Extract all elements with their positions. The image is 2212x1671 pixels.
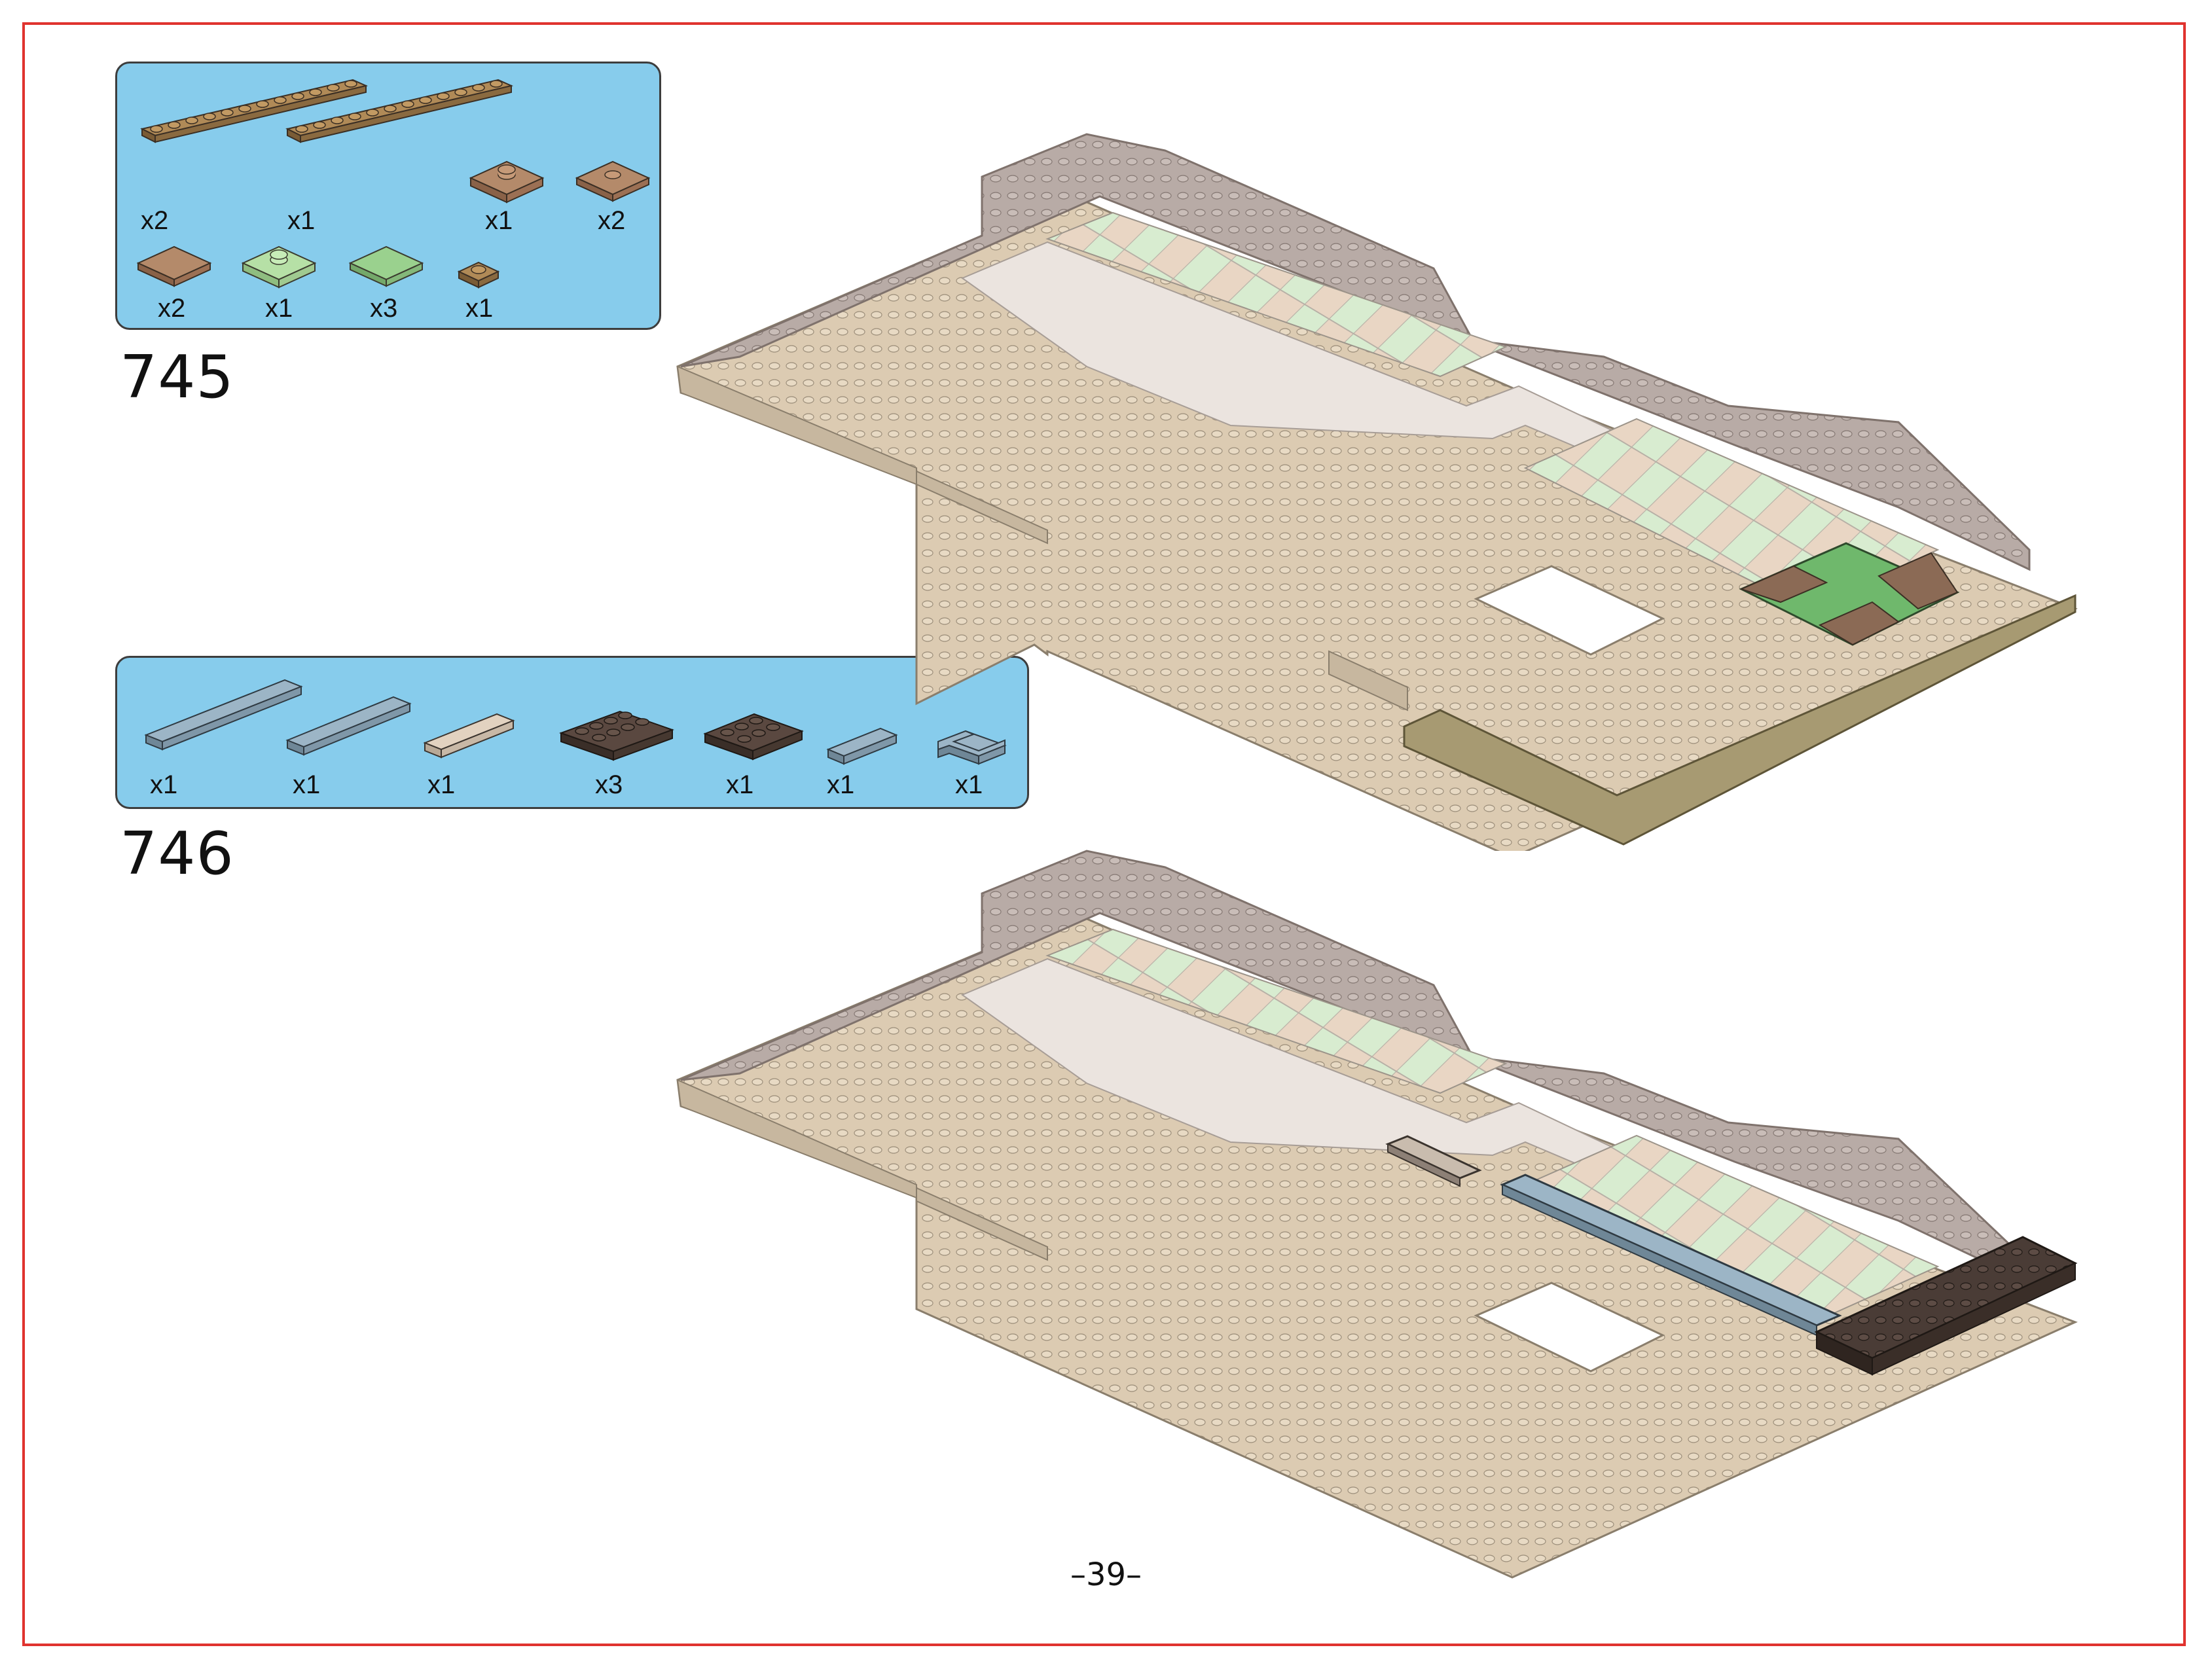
part-quantity: x1: [287, 206, 316, 235]
baseplate-hole: [1474, 565, 1665, 656]
dark-brown-plate-2x3-icon: [703, 713, 804, 761]
step-number: 746: [120, 819, 234, 888]
parts-box-step-745: x2 x1 x1: [115, 62, 661, 330]
dark-tan-plate-1x12-icon: [140, 79, 369, 143]
medium-nougat-tile-icon: [136, 245, 212, 287]
part-quantity: x1: [955, 770, 983, 799]
grey-wall: [680, 850, 2031, 1285]
part-quantity: x3: [595, 770, 623, 799]
part-quantity: x1: [726, 770, 754, 799]
medium-nougat-round-tile-icon: [575, 160, 651, 202]
medium-nougat-jumper-plate-icon: [469, 160, 545, 204]
part-quantity: x2: [141, 206, 169, 235]
part-quantity: x2: [598, 206, 626, 235]
page-border: [22, 22, 2186, 1646]
page-number: –39–: [1070, 1556, 1142, 1593]
part-quantity: x1: [485, 206, 513, 235]
part-quantity: x3: [370, 294, 398, 323]
part-quantity: x2: [158, 294, 186, 323]
part-quantity: x1: [827, 770, 855, 799]
grey-wall: [680, 133, 2031, 571]
dark-brown-plate-2x4-icon: [559, 710, 674, 761]
part-quantity: x1: [265, 294, 293, 323]
dark-tan-plate-1x12-icon: [285, 79, 514, 143]
dark-tan-plate-1x1-icon: [457, 261, 500, 289]
model-illustration-step-745: [676, 133, 2078, 851]
checker-tiles: [1045, 211, 1508, 378]
sand-blue-tile-1x8-icon: [144, 679, 303, 751]
light-tan-tile-1x4-icon: [423, 713, 515, 759]
part-quantity: x1: [293, 770, 321, 799]
part-quantity: x1: [427, 770, 456, 799]
part-quantity: x1: [150, 770, 178, 799]
model-illustration-step-746: [676, 850, 2078, 1579]
checker-tiles: [1045, 928, 1508, 1094]
olive-edge-strip: [1403, 594, 2076, 846]
part-quantity: x1: [465, 294, 494, 323]
light-green-jumper-plate-icon: [241, 245, 317, 289]
baseplate-hole: [1474, 1282, 1665, 1373]
step-number: 745: [120, 343, 234, 412]
sand-blue-corner-tile-icon: [937, 730, 1007, 765]
sand-blue-tile-1x6-icon: [285, 696, 412, 756]
sand-blue-tile-1x3-icon: [826, 727, 898, 765]
light-green-tile-icon: [348, 245, 424, 287]
parts-box-step-746: x1 x1 x1 x3: [115, 656, 1029, 809]
